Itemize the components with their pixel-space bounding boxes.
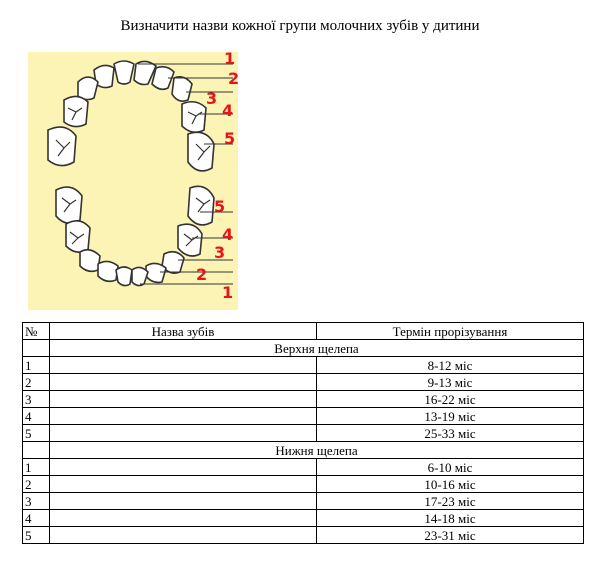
teeth-diagram: 1 2 3 4 5 5 4 3 2 1	[47, 52, 238, 302]
upper-molar1-right	[181, 100, 207, 134]
table-row: 3 16-22 міс	[22, 390, 584, 408]
upper-incisor-central-left	[113, 60, 135, 85]
lower-incisor-central-right	[131, 266, 149, 287]
upper-label-5: 5	[224, 129, 235, 148]
table-row: 1 6-10 міс	[22, 458, 584, 476]
upper-canine-left	[77, 76, 99, 101]
section-row: Верхня щелепа	[22, 339, 584, 357]
table-row: 2 9-13 міс	[22, 373, 584, 391]
upper-label-4: 4	[222, 101, 233, 120]
table-row: 4 13-19 міс	[22, 407, 584, 425]
upper-molar2-right	[187, 131, 215, 172]
dental-arch-figure: 1 2 3 4 5 5 4 3 2 1	[28, 52, 238, 310]
table-row: 5 23-31 міс	[22, 526, 584, 544]
lower-molar1-right	[177, 223, 203, 257]
col-tooth-name: Назва зубів	[49, 322, 317, 340]
upper-label-1: 1	[224, 52, 235, 68]
lower-label-3: 3	[214, 243, 225, 262]
col-number: №	[22, 322, 50, 340]
lower-incisor-central-left	[115, 266, 133, 287]
table-header-row: № Назва зубів Термін прорізування	[22, 322, 584, 340]
col-eruption-term: Термін прорізування	[316, 322, 584, 340]
lower-label-5: 5	[214, 197, 225, 216]
name-cell[interactable]	[49, 356, 317, 374]
table-row: 5 25-33 міс	[22, 424, 584, 442]
name-cell[interactable]	[49, 509, 317, 527]
upper-jaw-section: Верхня щелепа	[49, 339, 584, 357]
table-row: 1 8-12 міс	[22, 356, 584, 374]
name-cell[interactable]	[49, 407, 317, 425]
name-cell[interactable]	[49, 492, 317, 510]
upper-incisor-lateral-left	[93, 64, 115, 89]
name-cell[interactable]	[49, 475, 317, 493]
name-cell[interactable]	[49, 424, 317, 442]
page-title: Визначити назви кожної групи молочних зу…	[120, 18, 480, 34]
table-row: 3 17-23 міс	[22, 492, 584, 510]
lower-molar1-left	[65, 220, 91, 254]
upper-canine-right	[171, 76, 193, 102]
upper-label-3: 3	[206, 89, 217, 108]
section-row: Нижня щелепа	[22, 441, 584, 459]
table-row: 4 14-18 міс	[22, 509, 584, 527]
lower-label-1: 1	[222, 283, 233, 302]
lower-incisor-lateral-right	[145, 262, 167, 284]
upper-label-2: 2	[228, 69, 238, 88]
name-cell[interactable]	[49, 390, 317, 408]
lower-jaw-section: Нижня щелепа	[49, 441, 584, 459]
eruption-table: № Назва зубів Термін прорізування Верхня…	[22, 322, 584, 544]
upper-incisor-central-right	[133, 60, 157, 86]
lower-label-2: 2	[196, 265, 207, 284]
lower-canine-left	[79, 248, 101, 273]
upper-incisor-lateral-right	[151, 65, 175, 91]
table-row: 2 10-16 міс	[22, 475, 584, 493]
lower-molar2-right	[187, 185, 215, 226]
name-cell[interactable]	[49, 458, 317, 476]
name-cell[interactable]	[49, 373, 317, 391]
lower-label-4: 4	[222, 225, 233, 244]
name-cell[interactable]	[49, 526, 317, 544]
lower-incisor-lateral-left	[97, 260, 119, 283]
